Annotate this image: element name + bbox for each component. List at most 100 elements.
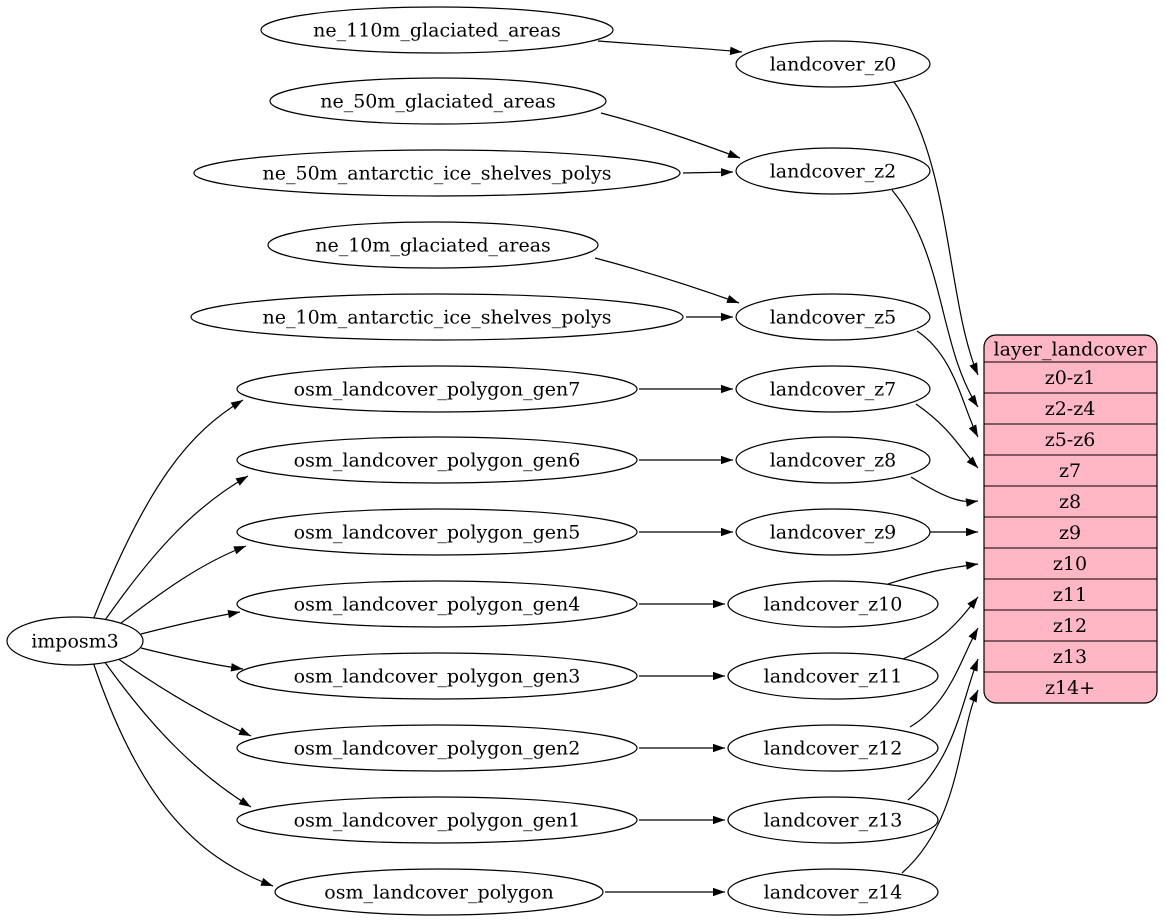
- layer-row-z11: z11: [1053, 584, 1087, 606]
- layer-row-z0-z1: z0-z1: [1045, 367, 1096, 389]
- transform-ellipse: [727, 868, 939, 916]
- edge-z10-to-row-z10: [887, 561, 979, 585]
- edge-z0-to-row-z0-z1: [893, 81, 979, 376]
- edge-imposm3-to-gen1: [103, 660, 252, 808]
- source-ellipse: [274, 868, 604, 916]
- transform-label: landcover_z9: [770, 522, 897, 544]
- edge-imposm3-to-gen2: [116, 657, 252, 737]
- node-osm-landcover-polygon-gen4: osm_landcover_polygon_gen4: [236, 580, 638, 628]
- source-ellipse: [193, 149, 681, 197]
- layer-row-z5-z6: z5-z6: [1045, 429, 1096, 451]
- node-landcover-z9: landcover_z9: [735, 508, 931, 556]
- source-ellipse: [236, 508, 638, 556]
- source-label: ne_50m_glaciated_areas: [320, 91, 556, 113]
- node-osm-landcover-polygon-gen5: osm_landcover_polygon_gen5: [236, 508, 638, 556]
- edge-ne110m-glaciated-to-z0: [597, 40, 743, 56]
- edge-imposm3-to-polygon: [92, 661, 274, 887]
- node-osm-landcover-polygon-gen3: osm_landcover_polygon_gen3: [236, 652, 638, 700]
- edge-z8-to-row-z8: [910, 476, 979, 507]
- layer-row-z14plus: z14+: [1045, 677, 1095, 699]
- transform-label: landcover_z11: [764, 666, 903, 688]
- edge-z12-to-row-z12: [909, 627, 979, 728]
- transform-label: landcover_z10: [764, 594, 903, 616]
- edge-z5-to-row-z5-z6: [916, 330, 979, 438]
- transform-ellipse: [727, 796, 939, 844]
- source-ellipse: [236, 796, 638, 844]
- source-label: osm_landcover_polygon_gen4: [294, 594, 581, 616]
- edge-ne50m-antarctic-to-z2: [682, 168, 734, 177]
- transform-label: landcover_z7: [770, 379, 897, 401]
- source-label: ne_10m_glaciated_areas: [315, 235, 551, 257]
- transform-ellipse: [727, 580, 939, 628]
- source-label: osm_landcover_polygon_gen2: [294, 738, 581, 760]
- node-imposm3: imposm3: [6, 616, 144, 666]
- node-ne-110m-glaciated-areas: ne_110m_glaciated_areas: [260, 6, 614, 54]
- edge-imposm3-to-gen5: [111, 545, 247, 631]
- node-landcover-z2: landcover_z2: [735, 147, 931, 195]
- source-ellipse: [260, 6, 614, 54]
- node-landcover-z8: landcover_z8: [735, 436, 931, 484]
- edge-imposm3-to-gen3: [140, 647, 244, 672]
- source-label: osm_landcover_polygon_gen1: [294, 810, 581, 832]
- transform-ellipse: [735, 40, 931, 88]
- imposm3-label: imposm3: [31, 631, 119, 653]
- transform-ellipse: [735, 147, 931, 195]
- edge-z14-to-row-z14plus: [901, 689, 979, 874]
- source-ellipse: [236, 436, 638, 484]
- edge-z7-to-row-z7: [915, 403, 979, 469]
- source-label: osm_landcover_polygon_gen5: [294, 522, 581, 544]
- layer-row-z9: z9: [1059, 522, 1081, 544]
- source-label: osm_landcover_polygon_gen7: [294, 379, 581, 401]
- node-osm-landcover-polygon-gen6: osm_landcover_polygon_gen6: [236, 436, 638, 484]
- node-landcover-z0: landcover_z0: [735, 40, 931, 88]
- edge-imposm3-to-gen4: [140, 609, 241, 635]
- source-ellipse: [269, 77, 607, 125]
- transform-label: landcover_z2: [770, 161, 897, 183]
- edge-z13-to-row-z13: [907, 658, 979, 801]
- transform-ellipse: [727, 724, 939, 772]
- layer-row-z8: z8: [1059, 491, 1081, 513]
- transform-ellipse: [735, 508, 931, 556]
- transform-label: landcover_z0: [770, 54, 897, 76]
- transform-label: landcover_z13: [764, 810, 903, 832]
- layer-row-z12: z12: [1053, 615, 1087, 637]
- edge-z2-to-row-z2-z4: [891, 189, 979, 408]
- transform-ellipse: [735, 293, 931, 341]
- source-ellipse: [267, 221, 599, 269]
- layer-row-z13: z13: [1053, 646, 1087, 668]
- transform-label: landcover_z14: [764, 882, 903, 904]
- node-landcover-z5: landcover_z5: [735, 293, 931, 341]
- node-landcover-z12: landcover_z12: [727, 724, 939, 772]
- source-ellipse: [236, 365, 638, 413]
- edge-z11-to-row-z11: [902, 596, 979, 660]
- source-label: osm_landcover_polygon: [324, 882, 553, 904]
- source-label: osm_landcover_polygon_gen6: [294, 450, 581, 472]
- edge-imposm3-to-gen7: [92, 399, 244, 621]
- transform-label: landcover_z8: [770, 450, 897, 472]
- source-ellipse: [236, 580, 638, 628]
- source-ellipse: [236, 724, 638, 772]
- node-landcover-z10: landcover_z10: [727, 580, 939, 628]
- node-ne-50m-antarctic-ice-shelves-polys: ne_50m_antarctic_ice_shelves_polys: [193, 149, 681, 197]
- transform-ellipse: [735, 436, 931, 484]
- edge-imposm3-to-gen6: [100, 475, 249, 627]
- node-landcover-z14: landcover_z14: [727, 868, 939, 916]
- node-osm-landcover-polygon: osm_landcover_polygon: [274, 868, 604, 916]
- layer-title: layer_landcover: [994, 339, 1148, 361]
- source-label: ne_10m_antarctic_ice_shelves_polys: [263, 307, 612, 329]
- node-landcover-z13: landcover_z13: [727, 796, 939, 844]
- node-osm-landcover-polygon-gen2: osm_landcover_polygon_gen2: [236, 724, 638, 772]
- layer-row-z10: z10: [1053, 553, 1087, 575]
- node-landcover-z7: landcover_z7: [735, 365, 931, 413]
- transform-ellipse: [735, 365, 931, 413]
- node-ne-10m-glaciated-areas: ne_10m_glaciated_areas: [267, 221, 599, 269]
- source-label: ne_50m_antarctic_ice_shelves_polys: [263, 163, 612, 185]
- node-landcover-z11: landcover_z11: [727, 652, 939, 700]
- source-label: osm_landcover_polygon_gen3: [294, 666, 581, 688]
- layer-record-box: [983, 334, 1158, 704]
- node-osm-landcover-polygon-gen7: osm_landcover_polygon_gen7: [236, 365, 638, 413]
- edges-group: [92, 40, 979, 897]
- imposm3-ellipse: [6, 616, 144, 666]
- source-ellipse: [190, 293, 684, 341]
